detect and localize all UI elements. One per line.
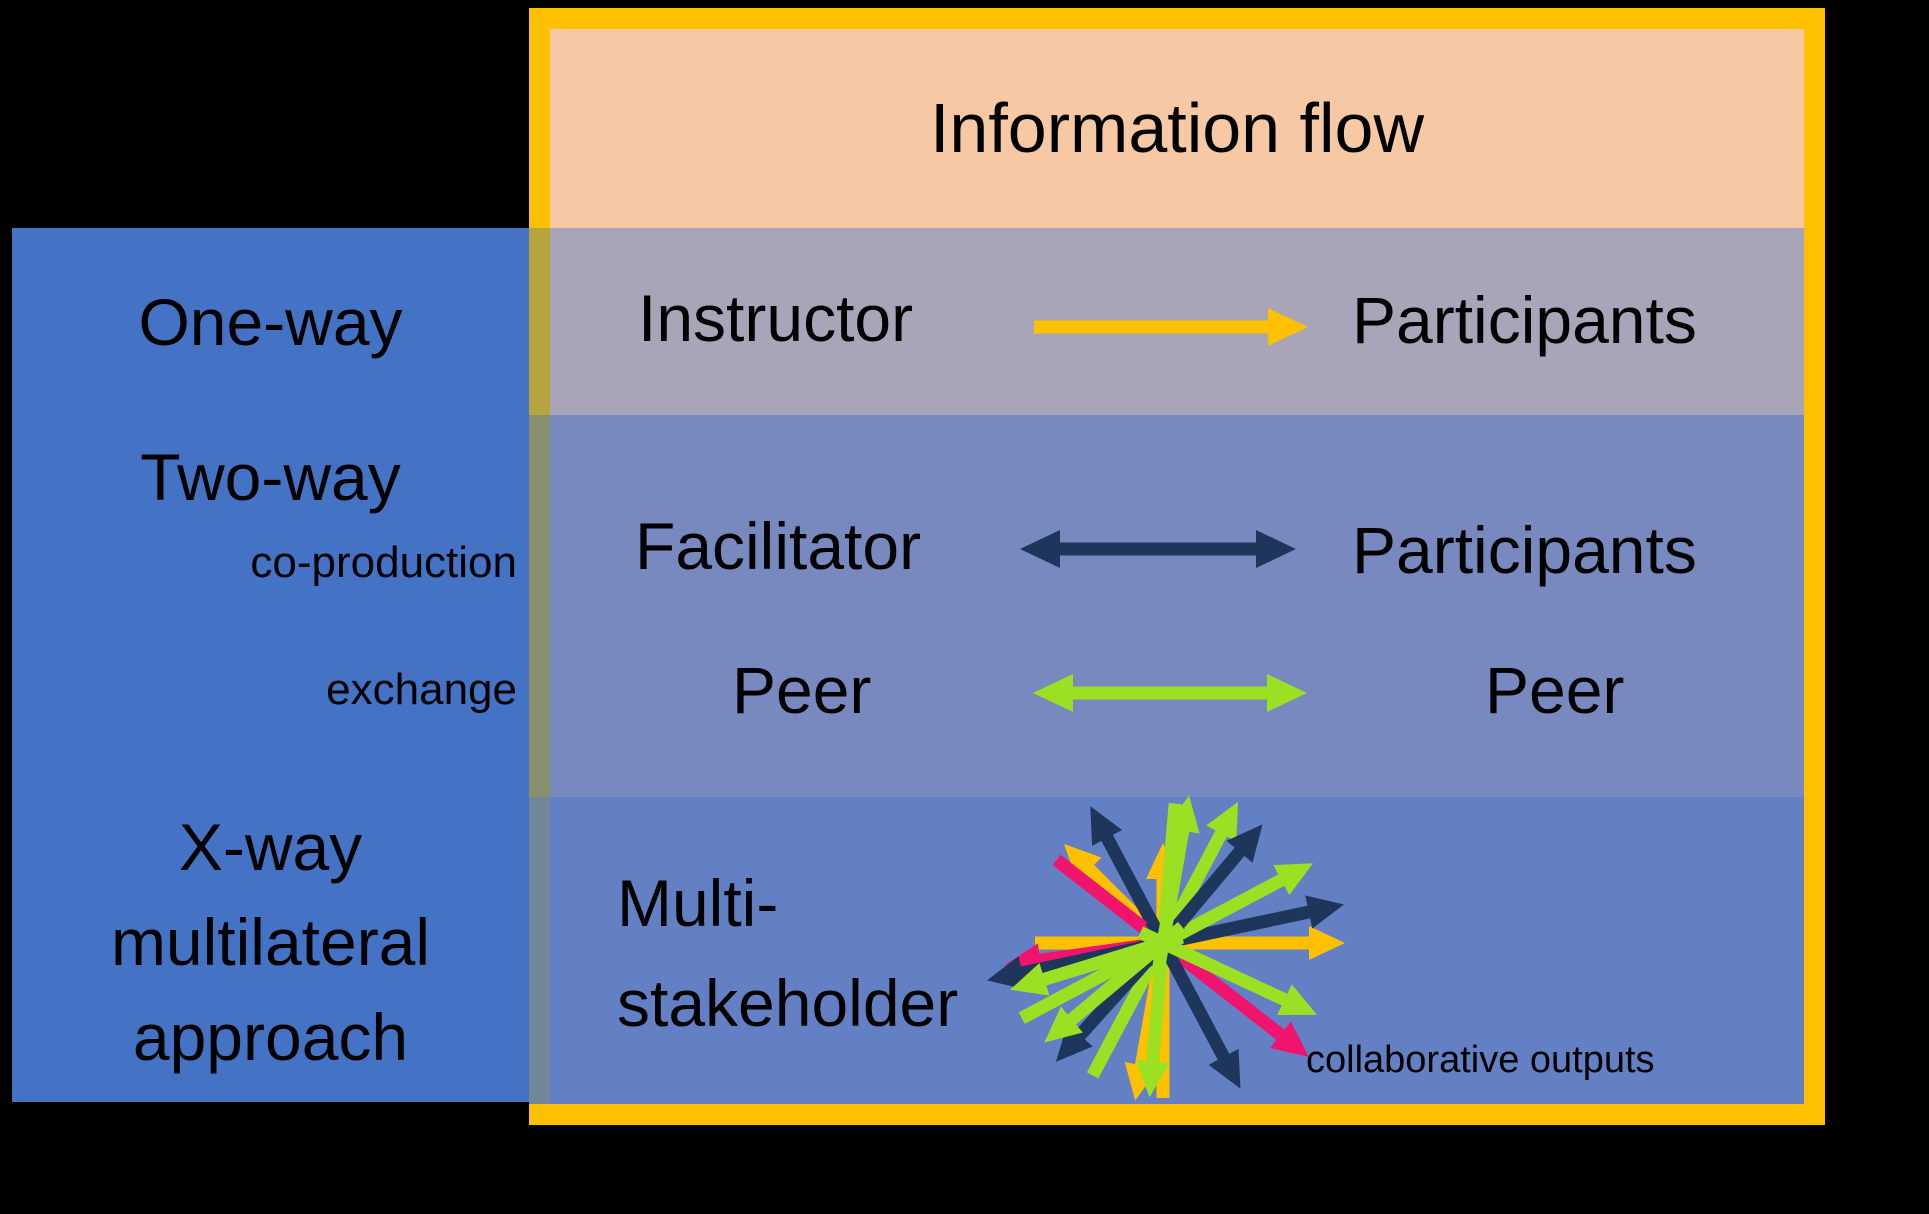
co-production-label: co-production [250,538,517,587]
peer-left-label: Peer [732,653,872,727]
instructor-label: Instructor [638,281,914,355]
flow-type-panel: One-way Two-way co-production exchange X… [12,228,529,1102]
header-band [550,29,1804,228]
one-way-label: One-way [138,285,403,359]
multi-stakeholder-label: Multi- stakeholder [617,866,959,1040]
exchange-label: exchange [326,665,517,714]
two-way-band [550,415,1804,797]
border-overlap-two-way [529,415,550,797]
collaborative-outputs-label: collaborative outputs [1306,1039,1655,1081]
peer-arrow-icon [1033,674,1307,712]
participants-two-way-label: Participants [1352,513,1697,587]
participants-one-way-label: Participants [1352,283,1697,357]
border-overlap-one-way [529,228,550,415]
one-way-arrow-icon [1034,308,1308,346]
peer-right-label: Peer [1485,653,1625,727]
border-overlap-x-way [529,797,550,1104]
two-way-arrow-icon [1020,530,1296,568]
x-way-label: X-way multilateral approach [110,810,431,1074]
facilitator-label: Facilitator [635,509,922,583]
multi-directional-arrows-icon [986,795,1345,1101]
two-way-label: Two-way [140,440,401,514]
information-flow-title: Information flow [929,89,1425,167]
